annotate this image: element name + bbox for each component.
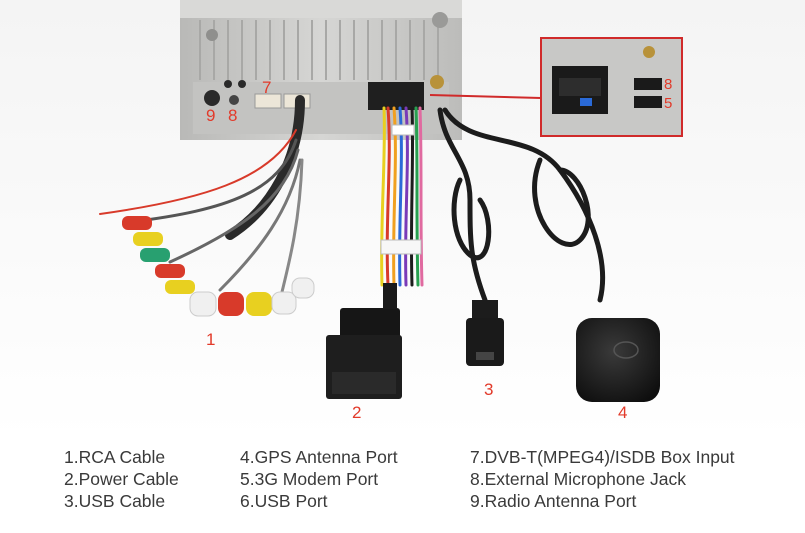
callout-2: 2: [352, 403, 362, 422]
gps-antenna-puck: [576, 318, 660, 402]
rca-cable-bundle: [99, 95, 305, 302]
legend-item-rca-cable: 1.RCA Cable: [64, 447, 166, 467]
usb-connector: [466, 300, 504, 366]
usb-cable: [437, 107, 492, 303]
legend-item-radio-port: 9.Radio Antenna Port: [470, 491, 637, 511]
legend-item-usb-cable: 3.USB Cable: [64, 491, 166, 511]
gps-antenna-cable: [442, 107, 606, 303]
legend-item-dvb-input: 7.DVB-T(MPEG4)/ISDB Box Input: [470, 447, 735, 467]
legend-item-3g-port: 5.3G Modem Port: [240, 469, 379, 489]
callout-1: 1: [206, 330, 216, 349]
legend-item-usb-port: 6.USB Port: [240, 491, 328, 511]
legend-item-mic-jack: 8.External Microphone Jack: [470, 469, 686, 489]
callout-8-left: 8: [228, 106, 238, 125]
callout-9: 9: [206, 106, 216, 125]
legend-column-3: 7.DVB-T(MPEG4)/ISDB Box Input 8.External…: [470, 446, 735, 512]
port-detail-inset: [429, 37, 683, 137]
legend-item-power-cable: 2.Power Cable: [64, 469, 179, 489]
legend-column-2: 4.GPS Antenna Port 5.3G Modem Port 6.USB…: [240, 446, 398, 512]
callout-8-inset: 8: [664, 76, 673, 93]
callout-4: 4: [618, 403, 628, 422]
callout-5: 5: [664, 95, 673, 112]
head-unit-chassis: [180, 0, 462, 140]
product-photo: [0, 0, 805, 440]
iso-power-connector: [326, 283, 402, 399]
callout-3: 3: [484, 380, 494, 399]
legend-item-gps-port: 4.GPS Antenna Port: [240, 447, 398, 467]
legend-column-1: 1.RCA Cable 2.Power Cable 3.USB Cable: [64, 446, 179, 512]
rca-plugs: [122, 216, 315, 317]
callout-7: 7: [262, 78, 272, 97]
